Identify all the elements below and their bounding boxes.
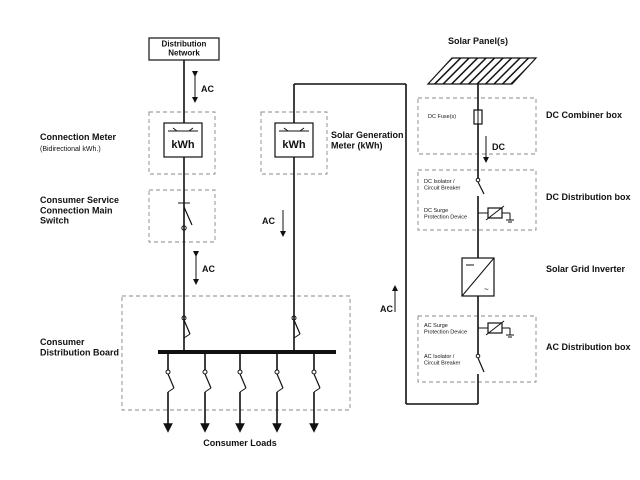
dc-combiner-label: DC Combiner box: [546, 110, 622, 120]
consumer-loads-label: Consumer Loads: [203, 438, 277, 448]
ac-label-top: AC: [201, 84, 214, 94]
svg-text:~: ~: [484, 285, 489, 294]
dc-distribution-label: DC Distribution box: [546, 192, 631, 202]
dc-isolator-label: DC Isolator /Circuit Breaker: [424, 179, 461, 191]
distribution-board-enclosure: [121, 295, 351, 411]
main-switch-enclosure: [148, 189, 216, 243]
solar-meter-box: [274, 122, 314, 158]
ac-distribution-label: AC Distribution box: [546, 342, 631, 352]
solar-meter-kwh: kWh: [282, 139, 306, 151]
busbar: [158, 350, 336, 354]
connection-meter-enclosure: [148, 111, 216, 175]
connection-meter-box: [163, 122, 203, 158]
dc-combiner-enclosure: [417, 97, 537, 155]
inverter-label: Solar Grid Inverter: [546, 264, 626, 274]
solar-panel-icon: [426, 57, 538, 85]
ac-isolator-label: AC Isolator /Circuit Breaker: [424, 354, 461, 366]
connection-meter-kwh: kWh: [171, 139, 195, 151]
connection-meter-note: (Bidirectional kWh.): [40, 146, 101, 153]
connection-meter-label: Connection Meter: [40, 132, 117, 142]
ac-label-return: AC: [380, 304, 393, 314]
dc-label: DC: [492, 142, 505, 152]
outgoing-feeders: [163, 354, 321, 433]
solar-panels-label: Solar Panel(s): [448, 36, 508, 46]
ac-distribution-enclosure: [417, 315, 537, 383]
ac-label-middle: AC: [202, 264, 215, 274]
dc-fuses-label: DC Fuse(s): [428, 114, 456, 120]
ac-label-solar: AC: [262, 216, 275, 226]
dc-distribution-enclosure: [417, 169, 537, 231]
